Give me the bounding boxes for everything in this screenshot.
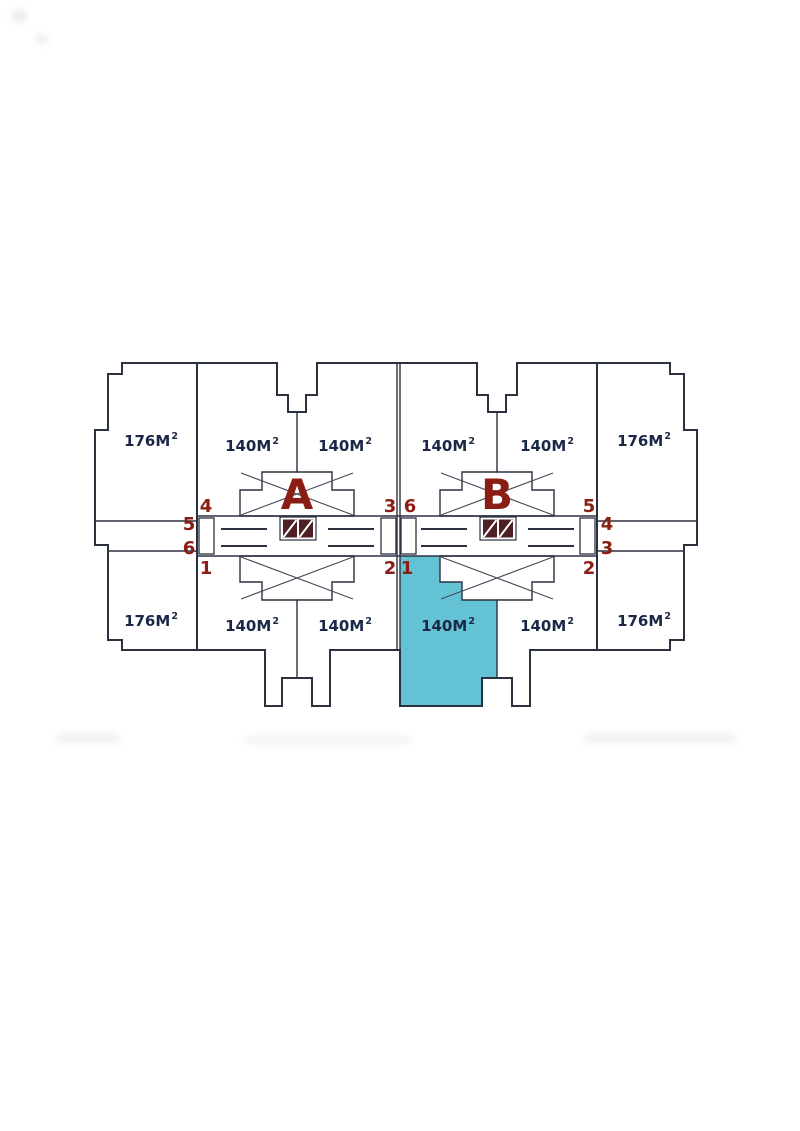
core-a (239, 471, 355, 601)
stair-brace-icon (240, 556, 354, 600)
core-a-bottom-outline (239, 555, 355, 601)
unit-area-label: 140M2 (225, 436, 279, 455)
elevators-a (279, 516, 317, 541)
unit-area-label: 176M2 (617, 431, 671, 450)
unit-region-bottom-6[interactable] (597, 556, 697, 650)
unit-area-label: 176M2 (617, 611, 671, 630)
unit-region-bottom-3[interactable] (297, 556, 397, 650)
outline-right-wing (596, 362, 698, 651)
outline-center-towers (196, 362, 598, 707)
unit-area-label-selected: 140M2 (421, 616, 475, 635)
scan-artifacts (12, 10, 735, 743)
unit-area-label: 140M2 (225, 616, 279, 635)
elevator-shaft-outline (479, 516, 517, 541)
door-number: 3 (384, 496, 397, 517)
vestibule-west (198, 517, 215, 555)
elevators-b (479, 516, 517, 541)
door-number: 1 (401, 558, 414, 579)
core-b-bottom-outline (439, 555, 555, 601)
door-number: 2 (384, 558, 397, 579)
vestibule-b-west (400, 517, 417, 555)
elevator-door-diagonal (298, 519, 314, 538)
door-number: 4 (601, 514, 614, 535)
door-numbers-a: 4 5 6 1 3 2 (183, 496, 397, 579)
corridor-door-dashes (221, 528, 574, 547)
door-number: 5 (583, 496, 596, 517)
selected-unit-region[interactable] (400, 556, 497, 706)
stair-brace-icon (440, 556, 554, 600)
outline-left-wing (94, 362, 198, 651)
corridor-vestibules (198, 517, 596, 555)
door-number: 1 (200, 558, 213, 579)
elevator-door-diagonal (498, 519, 514, 538)
door-number: 4 (200, 496, 213, 517)
core-a-top-outline (239, 471, 355, 517)
door-numbers-b: 6 1 5 4 3 2 (401, 496, 614, 579)
unit-area-label: 140M2 (318, 436, 372, 455)
unit-area-label: 140M2 (318, 616, 372, 635)
stair-brace-icon (440, 472, 554, 516)
unit-area-label: 140M2 (421, 436, 475, 455)
door-number: 5 (183, 514, 196, 535)
unit-area-label: 176M2 (124, 431, 178, 450)
door-number: 6 (183, 538, 196, 559)
elevator-shaft-outline (279, 516, 317, 541)
door-number: 6 (404, 496, 417, 517)
core-b-top-outline (439, 471, 555, 517)
unit-area-label: 140M2 (520, 436, 574, 455)
unit-area-labels: 176M2 140M2 140M2 140M2 140M2 176M2 176M… (124, 431, 671, 635)
core-a-letter: A (281, 470, 314, 519)
unit-area-label: 140M2 (520, 616, 574, 635)
stair-brace-icon (240, 472, 354, 516)
core-b (439, 471, 555, 601)
door-number: 2 (583, 558, 596, 579)
door-number: 3 (601, 538, 614, 559)
vestibule-east (579, 517, 596, 555)
vestibule-a-east (380, 517, 397, 555)
unit-area-label: 176M2 (124, 611, 178, 630)
elevator-door-diagonal (282, 519, 298, 538)
elevator-door-diagonal (482, 519, 498, 538)
core-b-letter: B (481, 470, 513, 519)
unit-region-bottom-1[interactable] (95, 556, 197, 650)
